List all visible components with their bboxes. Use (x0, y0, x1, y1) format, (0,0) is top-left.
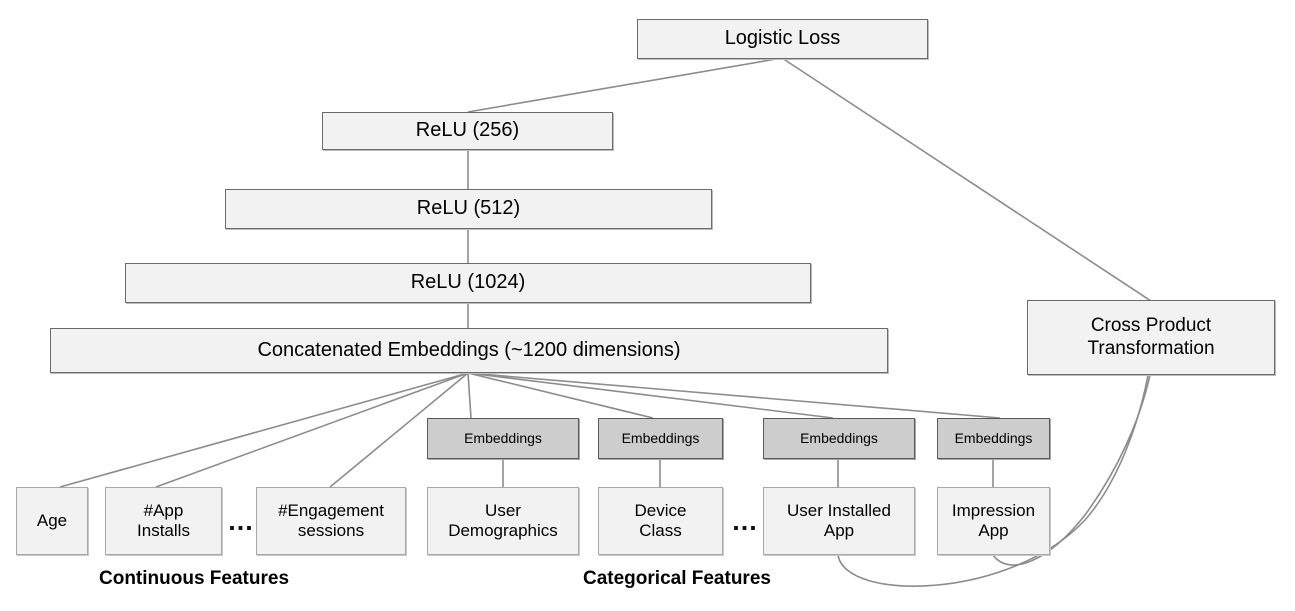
node-relu-1024-label: ReLU (1024) (410, 271, 526, 294)
node-relu-1024[interactable]: ReLU (1024) (125, 263, 811, 303)
node-feature-app-installs[interactable]: #App Installs (105, 487, 222, 555)
node-relu-512[interactable]: ReLU (512) (225, 189, 712, 229)
node-embedding-4[interactable]: Embeddings (937, 418, 1050, 459)
ellipsis-categorical-features-label: ... (732, 505, 758, 536)
node-feature-device-class[interactable]: Device Class (598, 487, 723, 555)
node-feature-user-installed-app[interactable]: User Installed App (763, 487, 915, 555)
node-feature-engagement-sessions[interactable]: #Engagement sessions (256, 487, 406, 555)
node-concatenated-embeddings-label: Concatenated Embeddings (~1200 dimension… (257, 338, 681, 361)
node-feature-app-installs-line-2: Installs (137, 521, 190, 540)
node-embedding-3-label: Embeddings (800, 430, 878, 447)
node-feature-device-class-line-1: Device (634, 500, 687, 520)
edge-loss-to-relu256 (467, 57, 783, 113)
node-feature-user-demographics-line-1: User (485, 500, 521, 520)
node-embedding-1[interactable]: Embeddings (427, 418, 579, 459)
node-cross-product-line-1: Cross Product (1090, 315, 1212, 337)
label-continuous-features-text: Continuous Features (99, 568, 290, 589)
node-feature-engagement-sessions-line-2: sessions (297, 521, 365, 540)
node-relu-256[interactable]: ReLU (256) (322, 112, 613, 150)
node-logistic-loss[interactable]: Logistic Loss (637, 19, 928, 59)
node-feature-impression-app-line-1: Impression (951, 500, 1036, 520)
edge-concat-to-emb-4 (467, 372, 1001, 419)
node-cross-product-transformation[interactable]: Cross Product Transformation (1027, 300, 1275, 375)
edge-concat-to-age (59, 372, 469, 488)
edge-concat-to-emb-2 (467, 372, 654, 419)
node-concatenated-embeddings[interactable]: Concatenated Embeddings (~1200 dimension… (50, 328, 888, 373)
edge-concat-to-app-installs (155, 372, 469, 488)
ellipsis-continuous-features-label: ... (228, 505, 254, 536)
label-categorical-features: Categorical Features (583, 568, 771, 590)
node-embedding-2[interactable]: Embeddings (598, 418, 723, 459)
node-cross-product-line-2: Transformation (1087, 337, 1215, 359)
edge-concat-to-emb-3 (467, 372, 834, 419)
node-feature-device-class-line-2: Class (639, 521, 682, 540)
node-feature-age-line-1: Age (36, 510, 68, 530)
node-feature-age[interactable]: Age (16, 487, 88, 555)
node-logistic-loss-label: Logistic Loss (724, 27, 841, 50)
node-relu-256-label: ReLU (256) (415, 119, 520, 142)
label-categorical-features-text: Categorical Features (583, 568, 771, 589)
node-feature-user-installed-app-line-2: App (823, 521, 855, 540)
node-feature-user-demographics[interactable]: User Demographics (427, 487, 579, 555)
node-feature-user-demographics-line-2: Demographics (448, 521, 558, 540)
ellipsis-categorical-features: ... (728, 505, 762, 537)
node-feature-impression-app[interactable]: Impression App (937, 487, 1050, 555)
node-feature-impression-app-line-2: App (978, 521, 1009, 540)
node-feature-user-installed-app-line-1: User Installed (787, 500, 891, 520)
node-feature-engagement-sessions-line-1: #Engagement (278, 500, 384, 520)
ellipsis-continuous-features: ... (224, 505, 258, 537)
node-embedding-4-label: Embeddings (954, 430, 1033, 447)
node-embedding-3[interactable]: Embeddings (763, 418, 915, 459)
label-continuous-features: Continuous Features (99, 568, 289, 590)
node-embedding-2-label: Embeddings (621, 430, 700, 447)
edge-loss-to-crossproduct (781, 57, 1152, 302)
edge-concat-to-emb-1 (467, 372, 472, 419)
node-embedding-1-label: Embeddings (464, 430, 542, 447)
node-feature-app-installs-line-1: #App (143, 500, 184, 520)
node-relu-512-label: ReLU (512) (416, 197, 521, 220)
